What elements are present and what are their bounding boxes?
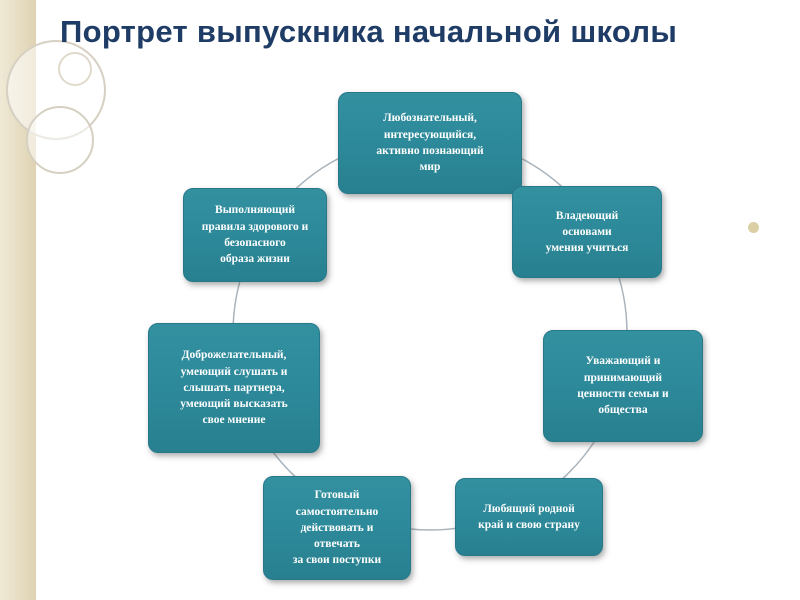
diagram-node-friendly: Доброжелательный, умеющий слушать и слыш…: [148, 323, 320, 453]
diagram-node-responsible: Готовый самостоятельно действовать и отв…: [263, 476, 411, 580]
diagram-node-healthy: Выполняющий правила здорового и безопасн…: [183, 188, 327, 282]
decorative-ring-medium: [26, 106, 94, 174]
diagram-node-family-values: Уважающий и принимающий ценности семьи и…: [543, 330, 703, 442]
decorative-ring-small: [58, 52, 92, 86]
diagram-node-curious: Любознательный, интересующийся, активно …: [338, 92, 522, 194]
decorative-dot: [748, 222, 759, 233]
diagram-node-learning-skills: Владеющий основами умения учиться: [512, 186, 662, 278]
diagram-node-patriot: Любящий родной край и свою страну: [455, 478, 603, 556]
page-title: Портрет выпускника начальной школы: [60, 14, 678, 49]
